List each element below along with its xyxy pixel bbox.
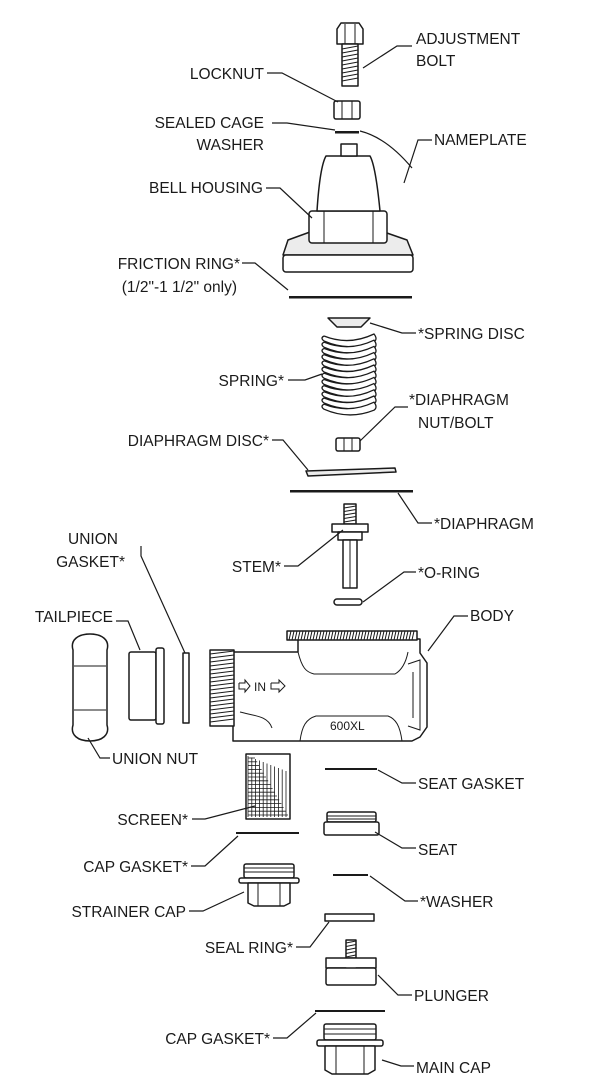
label-seal-ring: SEAL RING* (205, 940, 293, 957)
label-cap-gasket-lower: CAP GASKET* (165, 1031, 270, 1048)
label-diaphragm-nut-bolt-1: *DIAPHRAGM (409, 392, 509, 409)
valve-body: IN 600XL (209, 630, 428, 742)
seat (323, 811, 380, 836)
label-main-cap: MAIN CAP (416, 1060, 491, 1077)
union-gasket (182, 652, 190, 724)
diaphragm-disc (305, 467, 397, 477)
label-strainer-cap: STRAINER CAP (71, 904, 186, 921)
stem (331, 503, 369, 589)
main-cap (316, 1023, 384, 1075)
label-union-gasket-1: UNION (68, 531, 118, 548)
friction-ring (289, 296, 412, 299)
flow-label: IN (254, 680, 266, 694)
seal-ring (324, 913, 375, 922)
label-nameplate: NAMEPLATE (434, 132, 527, 149)
label-sealed-cage-washer-2: WASHER (197, 137, 264, 154)
locknut (333, 100, 361, 120)
sealed-cage-washer (335, 131, 359, 134)
label-seat: SEAT (418, 842, 458, 859)
label-friction-ring-2: (1/2"-1 1/2" only) (122, 279, 237, 296)
label-plunger: PLUNGER (414, 988, 489, 1005)
label-diaphragm-disc: DIAPHRAGM DISC* (128, 433, 269, 450)
label-o-ring: *O-RING (418, 565, 480, 582)
label-spring-disc: *SPRING DISC (418, 326, 525, 343)
label-bell-housing: BELL HOUSING (149, 180, 263, 197)
diaphragm-nut-bolt (335, 437, 361, 452)
tailpiece (128, 647, 165, 725)
washer (333, 874, 368, 876)
spring (321, 333, 377, 416)
label-tailpiece: TAILPIECE (35, 609, 113, 626)
screen (245, 753, 291, 820)
union-nut (71, 633, 109, 742)
leader-lines (87, 45, 468, 1067)
o-ring (333, 598, 363, 606)
label-diaphragm-nut-bolt-2: NUT/BOLT (418, 415, 494, 432)
flow-direction-marking: IN (238, 678, 286, 694)
model-marking: 600XL (330, 719, 365, 733)
label-stem: STEM* (232, 559, 281, 576)
label-diaphragm: *DIAPHRAGM (434, 516, 534, 533)
label-cap-gasket-upper: CAP GASKET* (83, 859, 188, 876)
label-screen: SCREEN* (117, 812, 188, 829)
plunger (325, 939, 377, 986)
label-washer: *WASHER (420, 894, 494, 911)
cap-gasket-lower (315, 1010, 385, 1012)
label-spring: SPRING* (219, 373, 284, 390)
label-sealed-cage-washer-1: SEALED CAGE (155, 115, 264, 132)
label-adjustment-bolt-1: ADJUSTMENT (416, 31, 521, 48)
label-union-nut: UNION NUT (112, 751, 199, 768)
bell-housing (282, 143, 414, 273)
cap-gasket-upper (236, 832, 299, 834)
label-seat-gasket: SEAT GASKET (418, 776, 525, 793)
label-union-gasket-2: GASKET* (56, 554, 125, 571)
adjustment-bolt (336, 22, 364, 87)
label-locknut: LOCKNUT (190, 66, 265, 83)
seat-gasket (325, 768, 377, 770)
label-adjustment-bolt-2: BOLT (416, 53, 456, 70)
label-body: BODY (470, 608, 514, 625)
part-labels: ADJUSTMENT BOLT LOCKNUT SEALED CAGE WASH… (35, 31, 534, 1077)
diaphragm (290, 490, 413, 493)
spring-disc (327, 317, 371, 328)
label-friction-ring-1: FRICTION RING* (118, 256, 240, 273)
strainer-cap (238, 863, 300, 907)
